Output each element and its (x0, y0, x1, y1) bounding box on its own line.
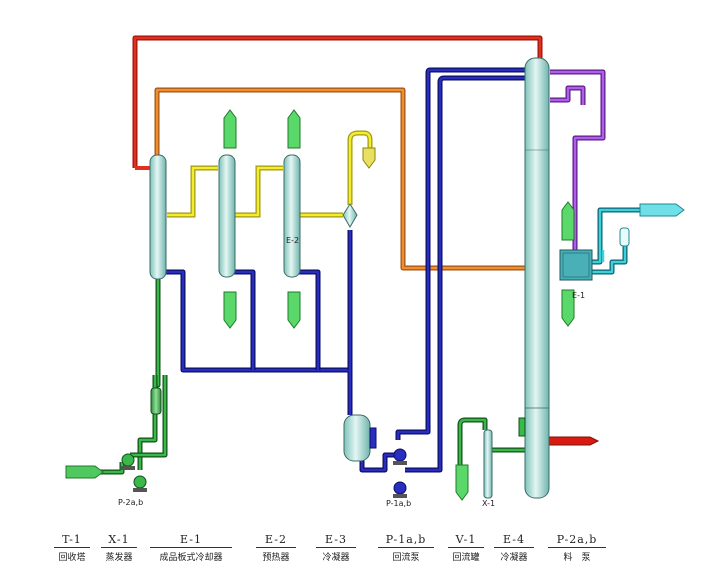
legend-name: 料 泵 (563, 553, 591, 563)
legend-item: P-2a,b 料 泵 (548, 533, 606, 563)
exchanger-e2a (218, 154, 236, 278)
legend-name: 成品板式冷却器 (159, 553, 223, 563)
legend-code: P-1a,b (378, 533, 434, 548)
orange-line (154, 87, 525, 271)
legend-item: P-1a,b 回流泵 (378, 533, 434, 563)
vessel-x1: X-1 (482, 429, 495, 508)
legend-item: T-1 回收塔 (54, 533, 90, 563)
cyan-arrow (639, 203, 685, 217)
legend-item: E-4 冷凝器 (494, 533, 534, 563)
legend-code: E-1 (150, 533, 232, 548)
pump-p1: P-1a,b (386, 448, 411, 508)
column-stub (518, 417, 526, 437)
filter-green (150, 387, 162, 415)
p2-label: P-2a,b (118, 498, 143, 507)
purple-line (550, 69, 606, 250)
legend-code: E-2 (256, 533, 296, 548)
drum-v1 (343, 414, 377, 462)
legend-name: 回流罐 (452, 553, 480, 563)
legend-item: E-1 成品板式冷却器 (150, 533, 232, 563)
x1-label: X-1 (482, 499, 495, 508)
legend-item: E-3 冷凝器 (316, 533, 356, 563)
red-arrow (547, 436, 600, 446)
yellow-lines (167, 130, 373, 218)
legend-code: E-3 (316, 533, 356, 548)
cyan-line (592, 207, 640, 275)
legend-name: 蒸发器 (105, 553, 133, 563)
legend-item: E-2 预热器 (256, 533, 296, 563)
exchanger-e2b: E-2 (283, 154, 301, 278)
legend-name: 回流泵 (392, 553, 420, 563)
cooling-arrows (223, 109, 575, 501)
red-vapor-line (132, 35, 543, 168)
green-feed-arrow (65, 465, 104, 479)
legend-name: 冷凝器 (322, 553, 350, 563)
legend-code: E-4 (494, 533, 534, 548)
blue-lines (160, 67, 525, 473)
legend-item: V-1 回流罐 (448, 533, 484, 563)
legend-name: 冷凝器 (500, 553, 528, 563)
pump-p2: P-2a,b (118, 453, 147, 507)
column-left (149, 154, 167, 280)
legend-name: 回收塔 (58, 553, 86, 563)
legend-code: P-2a,b (548, 533, 606, 548)
filter-cyan (619, 227, 630, 247)
equipment-legend: T-1 回收塔 X-1 蒸发器 E-1 成品板式冷却器 E-2 预热器 E-3 … (0, 533, 720, 573)
legend-code: X-1 (101, 533, 137, 548)
legend-code: V-1 (448, 533, 484, 548)
legend-name: 预热器 (262, 553, 290, 563)
column-t1 (524, 57, 550, 499)
legend-item: X-1 蒸发器 (101, 533, 137, 563)
green-lines (95, 278, 525, 475)
e1-label: E-1 (572, 291, 585, 300)
separator-diamond (342, 203, 358, 228)
plate-cooler-e1: E-1 (559, 249, 593, 300)
e2-label: E-2 (286, 236, 299, 245)
p1-label: P-1a,b (386, 499, 411, 508)
legend-code: T-1 (54, 533, 90, 548)
